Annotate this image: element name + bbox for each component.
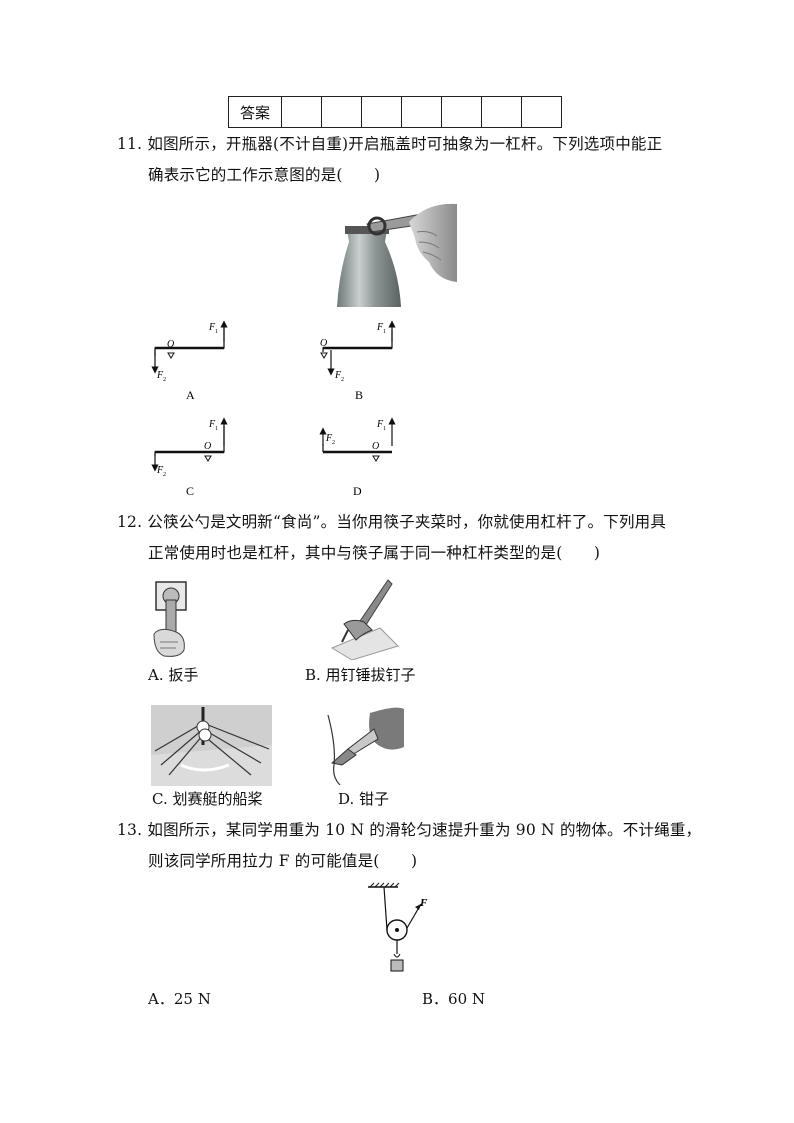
bottle-opener-photo [337, 202, 457, 307]
lever-c-f2-sub: 2 [163, 472, 166, 478]
lever-c-f1-label: F [208, 419, 216, 430]
q13-option-b: B．60 N [422, 990, 486, 1008]
option-d-label: D [353, 484, 362, 498]
lever-a-f1-sub: 1 [215, 329, 218, 335]
lever-b-f2-sub: 2 [341, 377, 344, 383]
q13-stem: 13. 如图所示，某同学用重为 10 N 的滑轮匀速提升重为 90 N 的物体。… [117, 815, 701, 845]
answer-cell[interactable] [401, 96, 442, 128]
q13-line1: 如图所示，某同学用重为 10 N 的滑轮匀速提升重为 90 N 的物体。不计绳重… [147, 821, 702, 839]
q12-line2: 正常使用时也是杠杆，其中与筷子属于同一种杠杆类型的是( ) [148, 544, 601, 562]
lever-d-f1-label: F [376, 419, 384, 430]
answer-cell[interactable] [441, 96, 482, 128]
q12-stem: 12. 公筷公勺是文明新“食尚”。当你用筷子夹菜时，你就使用杠杆了。下列用具 [117, 507, 666, 537]
lever-a-f1-label: F [208, 322, 216, 333]
lever-b-pivot-label: O [320, 338, 327, 349]
answer-cell[interactable] [361, 96, 402, 128]
q13-line2: 则该同学所用拉力 F 的可能值是( ) [148, 852, 418, 870]
lever-d-f2-label: F [325, 433, 333, 444]
rowing-boat-photo [151, 705, 272, 786]
q13-option-a: A．25 N [148, 990, 211, 1008]
lever-c-f2-label: F [156, 465, 164, 476]
lever-b-f1-label: F [376, 322, 384, 333]
q12-option-b: B. 用钉锤拔钉子 [305, 666, 416, 684]
pliers-photo [327, 707, 404, 785]
lever-d-f2-sub: 2 [332, 440, 335, 446]
answer-label: 答案 [228, 96, 282, 128]
q11-line1: 如图所示，开瓶器(不计自重)开启瓶盖时可抽象为一杠杆。下列选项中能正 [147, 135, 663, 153]
pulley-diagram: F [368, 882, 428, 972]
option-b-label: B [355, 388, 363, 402]
lever-a-f2-label: F [156, 370, 164, 381]
answer-cell[interactable] [521, 96, 562, 128]
q11-line2: 确表示它的工作示意图的是( ) [148, 166, 381, 184]
lever-diagram-c: O F 1 F 2 C [151, 417, 228, 498]
lever-b-f2-label: F [334, 370, 342, 381]
answer-table: 答案 [228, 96, 562, 128]
q11-number: 11. [117, 135, 143, 153]
q12-line1: 公筷公勺是文明新“食尚”。当你用筷子夹菜时，你就使用杠杆了。下列用具 [147, 513, 667, 531]
q12-option-d: D. 钳子 [338, 790, 390, 808]
lever-a-pivot-label: O [167, 339, 174, 350]
q11-stem: 11. 如图所示，开瓶器(不计自重)开启瓶盖时可抽象为一杠杆。下列选项中能正 [117, 129, 662, 159]
option-c-label: C [186, 484, 194, 498]
lever-b-f1-sub: 1 [383, 329, 386, 335]
lever-a-f2-sub: 2 [163, 377, 166, 383]
answer-cell[interactable] [281, 96, 322, 128]
q12-number: 12. [117, 513, 143, 531]
q12-option-c: C. 划赛艇的船桨 [152, 790, 263, 808]
lever-diagrams: O F 1 F 2 A O F 1 F 2 B O F 1 F 2 C [151, 320, 396, 498]
lever-d-pivot-label: O [372, 441, 379, 452]
hammer-photo [330, 579, 399, 660]
answer-cell[interactable] [321, 96, 362, 128]
lever-d-f1-sub: 1 [383, 426, 386, 432]
lever-c-f1-sub: 1 [215, 426, 218, 432]
lever-diagram-a: O F 1 F 2 A [151, 320, 228, 402]
wrench-photo [153, 581, 187, 657]
q13-number: 13. [117, 821, 143, 839]
lever-c-pivot-label: O [204, 441, 211, 452]
q12-option-a: A. 扳手 [148, 666, 199, 684]
answer-cell[interactable] [481, 96, 522, 128]
lever-diagram-b: O F 1 F 2 B [320, 320, 396, 402]
force-f-label: F [419, 897, 428, 909]
option-a-label: A [186, 388, 195, 402]
lever-diagram-d: O F 1 F 2 D [319, 417, 396, 498]
